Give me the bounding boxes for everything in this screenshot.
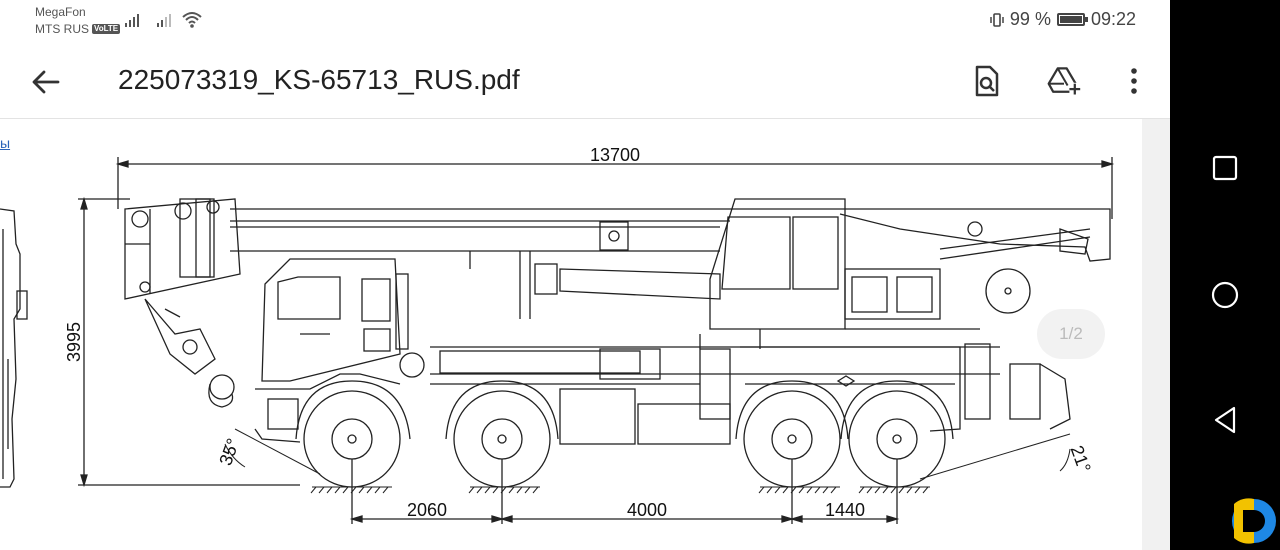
ground-hatch	[310, 486, 930, 494]
document-title: 225073319_KS-65713_RUS.pdf	[118, 64, 520, 95]
wifi-icon	[182, 12, 202, 28]
truck-chassis	[430, 329, 1071, 445]
crane-drawing: 13700 3995 2060 4000 1440 35° 21°	[0, 145, 1115, 524]
dimension-labels: 13700 3995 2060 4000 1440 35° 21°	[64, 145, 1095, 520]
system-navigation-bar	[1170, 0, 1280, 550]
crane-boom	[124, 198, 1111, 319]
signal-strength-icon	[125, 14, 139, 27]
clock-time: 09:22	[1090, 9, 1136, 29]
wheelbase-front-label: 2060	[407, 500, 447, 520]
carrier-name-primary: MegaFon	[35, 5, 86, 19]
back-icon	[1214, 406, 1236, 434]
height-dimension	[78, 196, 300, 488]
back-button[interactable]	[1190, 390, 1260, 450]
battery-icon	[1056, 13, 1088, 26]
wheels	[295, 380, 954, 488]
status-right-group: 99 % 09:22	[990, 9, 1136, 30]
signal-strength-2-icon	[157, 14, 171, 27]
vibrate-icon	[990, 12, 1004, 27]
status-bar: MegaFon MTS RUS VoLTE 99 % 09:22	[0, 0, 1170, 44]
recent-apps-button[interactable]	[1190, 138, 1260, 198]
front-view-fragment	[0, 208, 28, 488]
carrier-name-secondary-label: MTS RUS	[35, 22, 89, 36]
truck-cab	[254, 258, 425, 443]
height-label: 3995	[64, 322, 84, 362]
add-to-drive-icon[interactable]	[1046, 63, 1082, 99]
wheelbase-rear-label: 1440	[825, 500, 865, 520]
pdf-viewer[interactable]: ы	[0, 119, 1170, 550]
carrier-name-secondary: MTS RUS VoLTE	[35, 22, 121, 36]
recent-apps-icon	[1212, 155, 1238, 181]
app-logo-icon[interactable]	[1226, 496, 1276, 546]
departure-angle-label: 21°	[1067, 443, 1095, 475]
crane-cab	[709, 198, 1091, 330]
home-button[interactable]	[1190, 265, 1260, 325]
more-vert-icon[interactable]	[1116, 63, 1152, 99]
battery-fill	[1059, 16, 1082, 23]
wheelbase-middle-label: 4000	[627, 500, 667, 520]
battery-percent: 99 %	[1009, 9, 1051, 29]
approach-angle-lines	[224, 428, 1071, 480]
page-indicator: 1/2	[1037, 309, 1105, 359]
app-toolbar: 225073319_KS-65713_RUS.pdf	[0, 44, 1170, 119]
crane-hook	[144, 298, 235, 408]
back-arrow-icon[interactable]	[28, 64, 64, 100]
overall-length-label: 13700	[590, 145, 640, 165]
overall-length-dimension	[115, 157, 1115, 219]
home-icon	[1211, 281, 1239, 309]
link-fragment[interactable]: ы	[0, 135, 11, 151]
volte-badge: VoLTE	[92, 24, 121, 34]
find-in-page-icon[interactable]	[968, 63, 1004, 99]
scroll-track[interactable]	[1142, 119, 1170, 550]
